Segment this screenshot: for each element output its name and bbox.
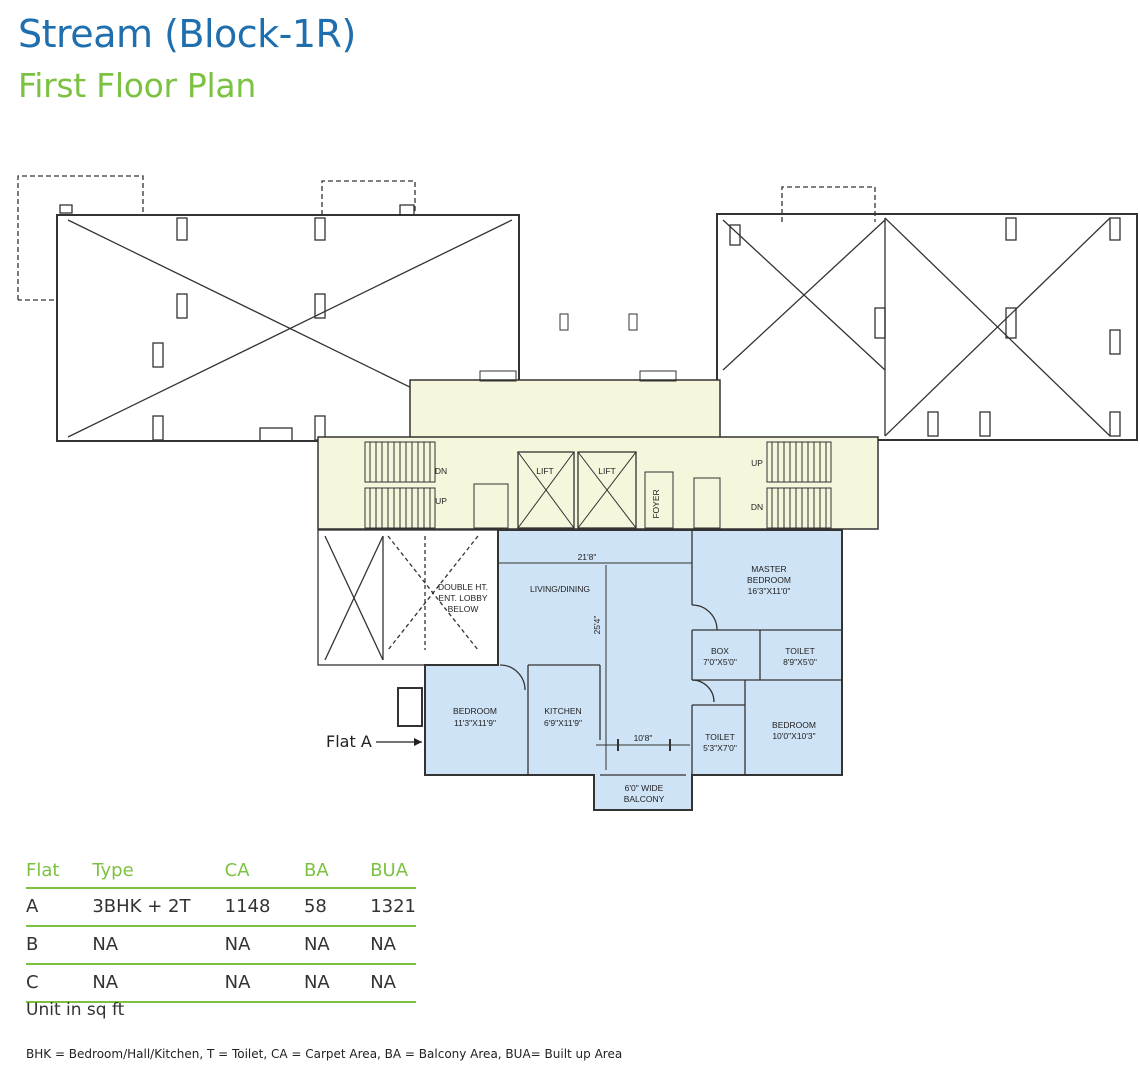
- table-cell: 58: [303, 888, 371, 927]
- flat-pointer-label: Flat A: [326, 732, 372, 751]
- table-header: BA: [303, 856, 371, 889]
- table-header: CA: [224, 856, 304, 889]
- table-cell: B: [26, 926, 93, 965]
- label-bedroom2-size: 10'0"X10'3": [772, 731, 815, 741]
- common-core: [317, 313, 879, 530]
- label-box-size: 7'0"X5'0": [703, 657, 737, 667]
- label-dim-10: 10'8": [634, 733, 653, 743]
- flat-a-area: [397, 529, 843, 811]
- area-table: Flat Type CA BA BUA A 3BHK + 2T 1148 58 …: [26, 856, 416, 1003]
- table-header-row: Flat Type CA BA BUA: [26, 856, 416, 889]
- table-cell: NA: [92, 926, 225, 965]
- label-bedroom1-size: 11'3"X11'9": [454, 718, 496, 728]
- label-dim-25: 25'4": [592, 616, 602, 635]
- label-dn-left: DN: [435, 466, 447, 476]
- label-dn-right: DN: [751, 502, 763, 512]
- label-master-1: MASTER: [751, 564, 786, 574]
- table-cell: 1148: [224, 888, 304, 927]
- table-header: Type: [92, 856, 225, 889]
- table-header: BUA: [370, 856, 416, 889]
- label-toilet1-size: 8'9"X5'0": [783, 657, 817, 667]
- unit-note: Unit in sq ft: [26, 1000, 125, 1020]
- label-master-2: BEDROOM: [747, 575, 791, 585]
- label-bedroom2: BEDROOM: [772, 720, 816, 730]
- floor-plan-drawing: LIVING/DINING 21'8" 25'4" MASTER BEDROOM…: [17, 175, 1138, 811]
- label-balcony1: 6'0" WIDE: [625, 783, 664, 793]
- label-kitchen: KITCHEN: [544, 706, 581, 716]
- label-up-left: UP: [435, 496, 447, 506]
- label-kitchen-size: 6'9"X11'9": [544, 718, 582, 728]
- label-up-right: UP: [751, 458, 763, 468]
- label-box: BOX: [711, 646, 729, 656]
- label-lobby1: DOUBLE HT.: [438, 582, 488, 592]
- label-lobby2: ENT. LOBBY: [438, 593, 487, 603]
- abbreviation-legend: BHK = Bedroom/Hall/Kitchen, T = Toilet, …: [26, 1047, 623, 1061]
- table-row: B NA NA NA NA: [26, 926, 416, 965]
- label-toilet2-size: 5'3"X7'0": [703, 743, 737, 753]
- page-title: Stream (Block-1R): [18, 12, 356, 56]
- table-cell: NA: [224, 964, 304, 1003]
- label-living: LIVING/DINING: [530, 584, 590, 594]
- table-header: Flat: [26, 856, 93, 889]
- table-row: C NA NA NA NA: [26, 964, 416, 1003]
- table-cell: C: [26, 964, 93, 1003]
- label-lift2: LIFT: [598, 466, 615, 476]
- label-master-size: 16'3"X11'0": [748, 586, 791, 596]
- label-toilet2: TOILET: [705, 732, 735, 742]
- table-cell: NA: [92, 964, 225, 1003]
- label-toilet1: TOILET: [785, 646, 815, 656]
- table-cell: NA: [303, 964, 371, 1003]
- table-cell: NA: [370, 926, 416, 965]
- label-lift1: LIFT: [536, 466, 553, 476]
- table-row: A 3BHK + 2T 1148 58 1321: [26, 888, 416, 927]
- label-lobby3: BELOW: [448, 604, 479, 614]
- label-bedroom1: BEDROOM: [453, 706, 497, 716]
- right-wing: [716, 186, 1138, 441]
- table-cell: 3BHK + 2T: [92, 888, 225, 927]
- table-cell: NA: [370, 964, 416, 1003]
- left-wing: [17, 175, 520, 442]
- label-foyer: FOYER: [651, 489, 661, 518]
- table-cell: NA: [303, 926, 371, 965]
- table-cell: 1321: [370, 888, 416, 927]
- page-subtitle: First Floor Plan: [18, 66, 256, 105]
- table-cell: NA: [224, 926, 304, 965]
- table-cell: A: [26, 888, 93, 927]
- label-balcony2: BALCONY: [624, 794, 665, 804]
- label-dim-21: 21'8": [578, 552, 597, 562]
